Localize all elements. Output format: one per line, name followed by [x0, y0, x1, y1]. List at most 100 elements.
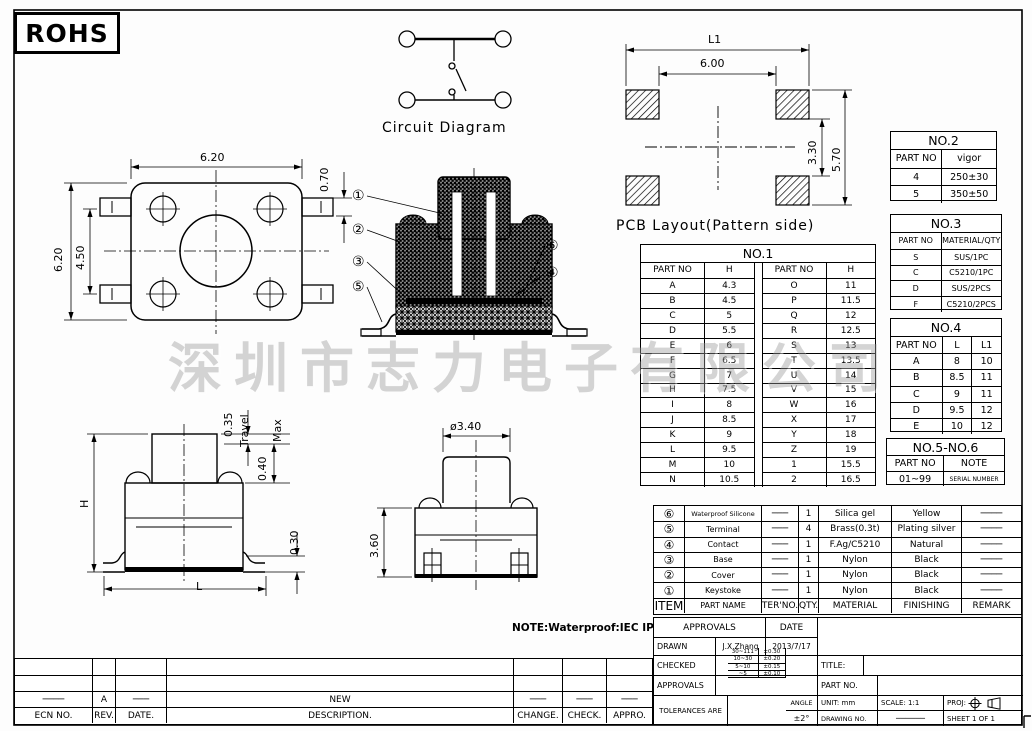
table-cell: REV. [92, 707, 115, 723]
table-cell: 9 [941, 385, 972, 402]
table-cell: 4.5 [704, 292, 754, 308]
dim-front-dia: ø3.40 [450, 420, 482, 433]
balloon-terminal: ⑤ [352, 279, 365, 295]
table-cell: ──── [15, 691, 92, 707]
table-cell: FINISHING [891, 597, 961, 613]
table-cell: 11 [971, 385, 1001, 402]
table-cell: 1 [798, 582, 818, 598]
table-cell: Waterproof Silicone [684, 506, 761, 522]
table-cell: 1 [798, 536, 818, 552]
title-value [864, 656, 1023, 676]
dim-standoff: 0.30 [288, 530, 301, 556]
table-cell: ±0.15 [757, 662, 785, 670]
table-cell [606, 659, 652, 675]
balloon-cover: ② [352, 222, 365, 238]
table-row [15, 659, 652, 675]
table-cell: DATE. [115, 707, 166, 723]
table-cell: 01~99 [887, 471, 944, 486]
table-cell [562, 659, 606, 675]
table-cell [513, 675, 562, 691]
table-cell: ─── [761, 536, 798, 552]
table-cell: ② [654, 567, 684, 582]
table-cell: 30~111 [731, 648, 754, 655]
table-cell [92, 675, 115, 691]
table-cell: ─── [761, 551, 798, 568]
table-cell: vigor [941, 150, 996, 168]
table-cell: 10.5 [704, 472, 754, 488]
table-cell: PART NO [653, 265, 692, 276]
title-block: APPROVALS DATE DRAWN J.X.Zhang 2013/7/17… [653, 617, 1023, 726]
table-cell: 12 [971, 401, 1001, 418]
table-cell: 12 [971, 417, 1001, 435]
table-cell: A [891, 353, 942, 369]
table-cell: ③ [654, 551, 684, 567]
table-cell: 5.5 [704, 322, 754, 338]
table-cell: 5 [891, 185, 942, 203]
table-cell: 250±30 [941, 167, 996, 186]
table-cell: PART NO [895, 153, 937, 165]
table-cell: REMARK [961, 597, 1021, 613]
table-cell: 12.5 [825, 322, 875, 338]
table-cell: DESCRIPTION. [166, 707, 513, 723]
rohs-logo: ROHS [14, 12, 120, 54]
dim-side-l: L [196, 580, 203, 593]
table-cell: MATERIAL [818, 597, 891, 613]
table-cell: TER'NO. [761, 597, 798, 613]
table-cell [115, 675, 166, 691]
approvals-header: APPROVALS [654, 618, 766, 638]
table-cell: Nylon [818, 582, 891, 598]
table-cell [562, 675, 606, 691]
table-cell: 16.5 [825, 472, 875, 488]
table-cell: N [641, 472, 704, 487]
table-cell: Black [891, 551, 961, 568]
table-cell: C [891, 385, 942, 402]
table-cell: ─── [761, 521, 798, 537]
table-cell: 7.5 [704, 382, 754, 398]
table-row: ~5±0.10 [728, 669, 785, 677]
table-cell: Base [684, 551, 761, 568]
table-cell: PART NO [894, 458, 936, 469]
table-row: 30~111±0.30 [728, 648, 785, 656]
approvals-value [716, 676, 818, 696]
table-cell: 8 [941, 353, 972, 370]
table-cell: ±0.30 [757, 648, 785, 656]
table-cell: PART NO [774, 265, 814, 276]
table-cell: F.Ag/C5210 [818, 536, 891, 552]
table-cell: 6.5 [704, 352, 754, 368]
table-cell: ──── [961, 536, 1021, 552]
circuit-diagram-label: Circuit Diagram [382, 120, 507, 136]
table-cell [92, 659, 115, 675]
table-cell: 5 [704, 307, 754, 323]
table-cell: ~5 [728, 669, 758, 677]
table-cell: 11 [971, 369, 1001, 386]
dim-inner-height: 4.50 [74, 245, 87, 271]
dim-travel-value: 0.35 [222, 412, 235, 438]
partno-label: PART NO. [818, 676, 878, 696]
table-cell: Nylon [818, 551, 891, 568]
table-cell: ─── [761, 567, 798, 583]
tolerances-label: TOLERANCES ARE [654, 696, 728, 726]
table-cell: 4.3 [704, 277, 754, 293]
table-cell: H [704, 263, 754, 278]
table-cell: 1 [798, 551, 818, 568]
table-cell [15, 675, 92, 691]
